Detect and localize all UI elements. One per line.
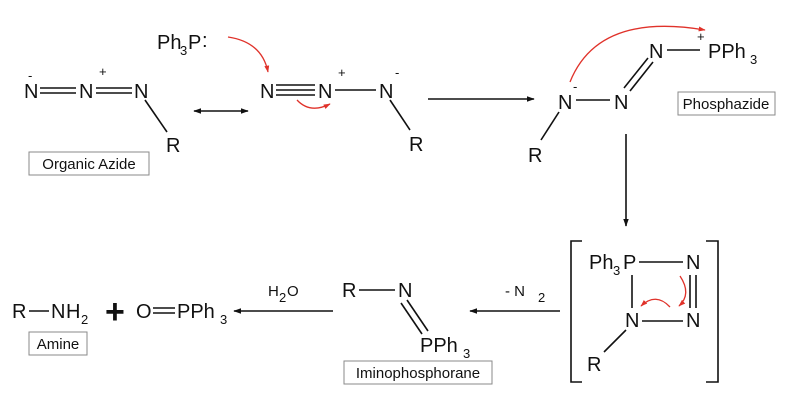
loss-of-nitrogen-subscript: 2: [538, 290, 545, 305]
water-h: H: [268, 283, 279, 300]
phosphazide-n-beta-atom: N: [614, 92, 628, 114]
amine-product: R N H 2: [12, 301, 88, 327]
triphenylphosphine-oxide-product: O PPh 3: [136, 301, 227, 327]
amine-n-atom: N: [51, 301, 65, 323]
azide-resonance-form-2: N + N - N R: [260, 65, 423, 156]
azide2-n3-minus-charge: -: [395, 65, 399, 80]
phosphine-attack-curved-arrow: [227, 36, 270, 73]
ph3p-ph: Ph: [157, 32, 181, 54]
azide2-r-group: R: [409, 134, 423, 156]
intermediate-ph-subscript: 3: [613, 263, 620, 278]
loss-of-nitrogen-text: - N: [505, 283, 525, 300]
intermediate-n-bottom-right: N: [686, 310, 700, 332]
azide2-n3-atom: N: [379, 81, 393, 103]
iminophosphorane-label-box: [343, 360, 493, 385]
triple-bond-shift-curved-arrow: [296, 99, 331, 110]
phosphazide-n-alpha-atom: N: [558, 92, 572, 114]
phosphazide-n-gamma-atom: N: [649, 41, 663, 63]
right-square-bracket: [706, 240, 719, 383]
phosphine-oxide-o-atom: O: [136, 301, 152, 323]
amine-label-box: [28, 331, 88, 356]
intermediate-n-bottom-left: N: [625, 310, 639, 332]
phosphazide-structure: - N N N + PPh 3 R: [528, 29, 757, 167]
azide-n2-atom: N: [79, 81, 93, 103]
azide2-n1-atom: N: [260, 81, 274, 103]
iminophosphorane-label-text: Iminophosphorane: [356, 365, 480, 382]
phosphazide-n-r-bond: [540, 111, 560, 141]
intermediate-curved-arrow-left: [640, 298, 671, 308]
phosphazide-n-n-double-bond-b: [629, 61, 654, 92]
intermediate-n-r-bond: [603, 329, 627, 353]
phosphazide-n-minus-charge: -: [573, 79, 577, 94]
azide2-n2-plus-charge: +: [338, 65, 346, 80]
phosphazide-label-box: [677, 91, 776, 116]
iminophosphorane-n-p-double-bond-a: [406, 299, 429, 332]
left-square-bracket: [570, 240, 582, 383]
phosphazide-n-n-double-bond-a: [623, 57, 649, 89]
azide-n1-minus-charge: -: [28, 68, 32, 83]
phosphine-oxide-subscript: 3: [220, 312, 227, 327]
amine-h-subscript: 2: [81, 312, 88, 327]
phosphazide-pph: PPh: [708, 41, 746, 63]
intermediate-r-group: R: [587, 354, 601, 376]
loss-of-nitrogen-condition: - N 2: [505, 283, 545, 305]
intermediate-curved-arrow-right: [678, 275, 687, 307]
phosphazide-label-text: Phosphazide: [683, 96, 770, 113]
triphenylphosphine: Ph 3 P :: [157, 30, 208, 58]
phosphazide-r-group: R: [528, 145, 542, 167]
ph3p-subscript: 3: [180, 43, 187, 58]
azide2-n2-atom: N: [318, 81, 332, 103]
intermediate-p-atom: P: [623, 252, 636, 274]
intermediate-n-top-right: N: [686, 252, 700, 274]
amine-label: Amine: [28, 331, 88, 356]
organic-azide-structure: - N + N N R: [24, 64, 180, 157]
iminophosphorane-structure: R N PPh 3: [342, 280, 470, 361]
azide-n1-atom: N: [24, 81, 38, 103]
intermediate-ph: Ph: [589, 252, 613, 274]
organic-azide-label: Organic Azide: [28, 151, 150, 176]
products-plus-sign: +: [105, 293, 125, 331]
azide-n-r-bond: [144, 99, 168, 133]
water-condition: H 2 O: [268, 283, 299, 305]
azide-r-group: R: [166, 135, 180, 157]
iminophosphorane-pph-subscript: 3: [463, 346, 470, 361]
iminophosphorane-label: Iminophosphorane: [343, 360, 493, 385]
cyclic-intermediate: Ph 3 P N N N R: [570, 240, 719, 383]
iminophosphorane-n-p-double-bond-b: [400, 302, 423, 335]
phosphazide-p-plus-charge: +: [697, 29, 705, 44]
azide2-n-r-bond: [389, 99, 411, 131]
organic-azide-label-text: Organic Azide: [42, 156, 135, 173]
ring-closure-curved-arrow: [569, 25, 706, 83]
iminophosphorane-n-atom: N: [398, 280, 412, 302]
amine-r-group: R: [12, 301, 26, 323]
phosphazide-label: Phosphazide: [677, 91, 776, 116]
iminophosphorane-pph: PPh: [420, 335, 458, 357]
iminophosphorane-r-group: R: [342, 280, 356, 302]
phosphine-oxide-pph: PPh: [177, 301, 215, 323]
azide-n3-atom: N: [134, 81, 148, 103]
amine-h-atom: H: [66, 301, 80, 323]
ph3p-lone-pair-colon: :: [202, 30, 208, 52]
water-subscript: 2: [279, 290, 286, 305]
water-o: O: [287, 283, 299, 300]
ph3p-p: P: [188, 32, 201, 54]
phosphazide-pph-subscript: 3: [750, 52, 757, 67]
organic-azide-label-box: [28, 151, 150, 176]
amine-label-text: Amine: [37, 336, 80, 353]
azide-n2-plus-charge: +: [99, 64, 107, 79]
